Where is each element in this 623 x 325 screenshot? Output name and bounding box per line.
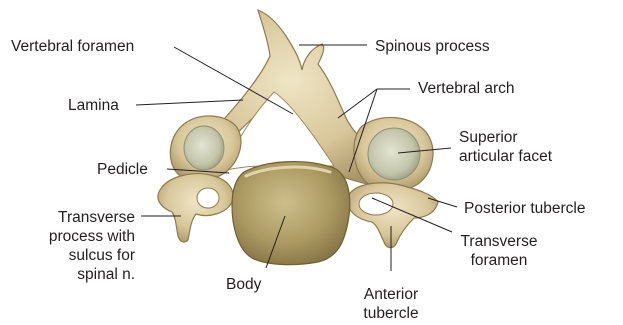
label-lamina: Lamina [68, 96, 119, 115]
label-transverse-foramen-line-1: Transverse [458, 232, 540, 251]
leader-lamina [136, 100, 243, 105]
label-pedicle: Pedicle [97, 160, 148, 179]
label-anterior-tubercle-line-1: Anterior [351, 285, 431, 304]
label-transverse-process-line-1: Transverse [49, 208, 135, 227]
label-transverse-foramen: Transverse foramen [458, 232, 540, 270]
vertebral-body-shape [232, 162, 350, 265]
label-transverse-process-line-3: sulcus for [49, 246, 135, 265]
left-transverse-foramen-shape [197, 188, 219, 208]
label-vertebral-foramen: Vertebral foramen [11, 37, 134, 56]
label-transverse-process-line-4: spinal n. [49, 265, 135, 284]
label-transverse-foramen-line-2: foramen [458, 251, 540, 270]
label-superior-articular-facet-line-2: articular facet [459, 147, 552, 166]
leader-vertebral-arch-left [338, 89, 377, 118]
label-spinous-process: Spinous process [375, 37, 490, 56]
right-facet-shape [368, 128, 420, 180]
label-anterior-tubercle-line-2: tubercle [351, 304, 431, 323]
label-vertebral-arch: Vertebral arch [418, 79, 515, 98]
label-superior-articular-facet-line-1: Superior [459, 128, 552, 147]
label-posterior-tubercle: Posterior tubercle [464, 199, 585, 218]
label-transverse-process-line-2: process with [49, 227, 135, 246]
left-transverse-process-shape [158, 174, 233, 242]
right-transverse-process-shape [347, 183, 438, 248]
label-superior-articular-facet: Superior articular facet [459, 128, 552, 166]
label-body: Body [226, 275, 261, 294]
label-transverse-process: Transverse process with sulcus for spina… [49, 208, 135, 284]
left-facet-shape [184, 126, 224, 170]
label-anterior-tubercle: Anterior tubercle [351, 285, 431, 323]
right-transverse-foramen-shape [359, 193, 393, 215]
